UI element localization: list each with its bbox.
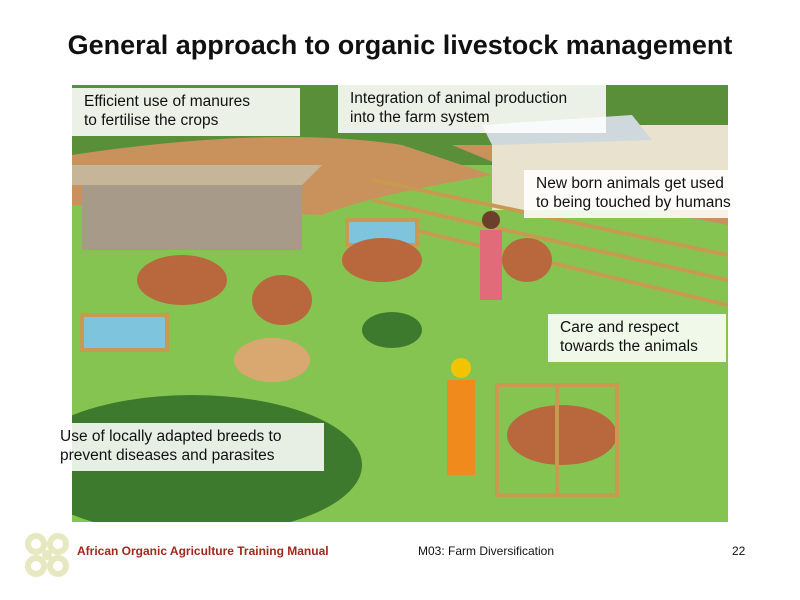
callout-line: towards the animals xyxy=(560,338,698,355)
manure-shed xyxy=(72,165,322,250)
farmer-sprayer xyxy=(447,358,475,475)
callout-line: Efficient use of manures xyxy=(84,93,250,110)
callout-line: Use of locally adapted breeds to xyxy=(60,428,282,445)
callout-line: Care and respect xyxy=(560,319,679,336)
callout-line: prevent diseases and parasites xyxy=(60,447,275,464)
callout-line: to fertilise the crops xyxy=(84,112,219,129)
farmer-woman xyxy=(480,211,502,300)
callout-line: to being touched by humans xyxy=(536,194,731,211)
cows xyxy=(137,238,617,465)
footer-module: M03: Farm Diversification xyxy=(418,544,555,558)
callout-manures: Efficient use of manures to fertilise th… xyxy=(72,88,300,136)
callout-care: Care and respect towards the animals xyxy=(548,314,726,362)
resting-cow xyxy=(234,338,310,382)
callout-breeds: Use of locally adapted breeds to prevent… xyxy=(48,423,324,471)
farm-illustration xyxy=(72,85,728,522)
callout-line: Integration of animal production xyxy=(350,90,568,107)
manual-logo-icon xyxy=(25,533,69,577)
callout-line: into the farm system xyxy=(350,109,490,126)
callout-line: New born animals get used xyxy=(536,175,724,192)
slide-title: General approach to organic livestock ma… xyxy=(67,30,733,60)
footer-manual-title: African Organic Agriculture Training Man… xyxy=(77,544,329,558)
cattle-crush xyxy=(495,383,619,497)
page-number: 22 xyxy=(732,544,746,558)
callout-newborn: New born animals get used to being touch… xyxy=(524,170,756,218)
callout-integration: Integration of animal production into th… xyxy=(338,85,606,133)
